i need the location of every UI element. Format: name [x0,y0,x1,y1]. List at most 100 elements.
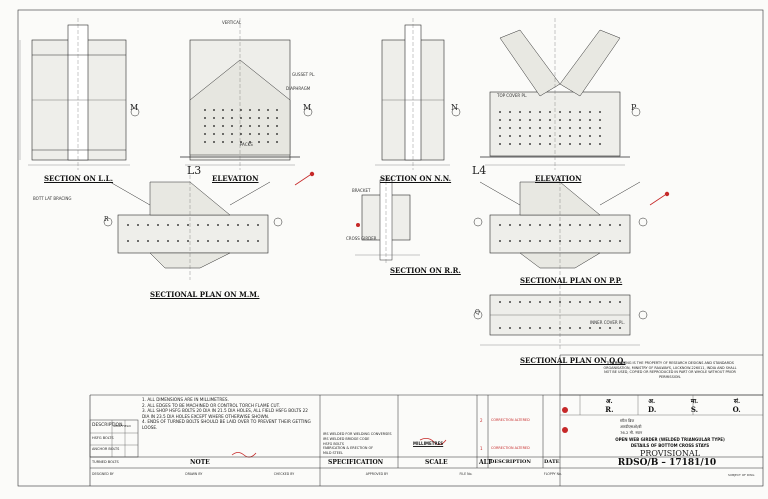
drawing-number: RDSO/B – 17181/10 [617,458,717,468]
title-hindi-1: स्टील ब्रिज [620,418,635,423]
legend-row-anchor: ANCHOR BOLTS [92,447,120,451]
view-section-ll [19,18,130,170]
title-section-nn: SECTION ON N.N. [380,174,452,183]
callout-inner-cover: INNER COVER PL. [590,320,625,325]
bolt-hole [257,224,259,226]
bolt-hole [197,224,199,226]
bolt-hole [222,141,224,143]
bolt-hole [240,117,242,119]
bolt-hole [529,119,531,121]
bolt-hole [213,109,215,111]
bolt-hole [276,141,278,143]
title-hindi-2: आरडीएसओ/बी [620,424,642,429]
bolt-hole [519,240,521,242]
bolt-hole [579,111,581,113]
bolt-hole [204,125,206,127]
bolt-hole [231,109,233,111]
bolt-holes-plan-qq [499,301,621,329]
bottom-cell: CHECKED BY [273,472,295,476]
bolt-hole [499,143,501,145]
mark-m-left: M [130,103,139,112]
org-hindi-letter: अ. [648,398,656,405]
callout-diaphragm: DIAPHRAGM [286,86,311,91]
spec-line: IRS WELDED BRIDGE CODE [323,436,370,441]
bolt-hole [569,143,571,145]
bolt-hole [499,127,501,129]
org-hindi: अ. अ. मा. सं. [588,397,758,405]
bolt-hole [519,301,521,303]
bolt-hole [227,240,229,242]
bolt-hole [177,240,179,242]
mark-n: N [451,103,458,112]
org-english: R. D. S. O. [588,405,758,414]
bolt-hole [539,224,541,226]
bolt-hole [559,127,561,129]
bolt-hole [227,224,229,226]
bolt-hole [137,240,139,242]
bolt-hole [589,119,591,121]
bolt-hole [207,224,209,226]
bolt-hole [539,119,541,121]
bolt-hole [267,133,269,135]
bolt-hole [579,240,581,242]
mark-l3: L3 [187,164,202,177]
bolt-hole [247,224,249,226]
bolt-hole [509,143,511,145]
notes-title: NOTE [190,459,210,466]
mark-l4: L4 [472,164,487,177]
bolt-hole [589,240,591,242]
revision-markers [231,171,670,458]
title-detail: DETAILS OF BOTTOM CROSS STAYS [630,443,710,448]
spec-line: IRS WELDED FOR WELDING CONVERSES [323,432,392,436]
bolt-hole [249,117,251,119]
bolt-hole [599,327,601,329]
bolt-hole [589,135,591,137]
callout-gusset: GUSSET PL. [292,72,316,77]
bolt-hole [204,133,206,135]
bolt-hole [609,240,611,242]
org-letter: S. [690,405,699,414]
title-elevation-2: ELEVATION [535,174,582,183]
bolt-hole [569,240,571,242]
alteration-date: DATE [544,459,560,465]
bolt-hole [519,224,521,226]
mark-r: R [104,216,109,223]
bolt-hole [609,301,611,303]
bolt-hole [589,327,591,329]
bolt-hole [609,327,611,329]
spec-title: SPECIFICATION [328,459,384,466]
note-item: 3. ALL SHOP HSFG BOLTS 20 DIA IN 21.5 DI… [142,408,308,419]
sheet-border [17,9,764,487]
bolt-hole [267,141,269,143]
title-plan-qq: SECTIONAL PLAN ON Q.Q. [520,356,626,365]
bolt-hole [249,133,251,135]
bolt-hole [509,111,511,113]
note-item: 1. ALL DIMENSIONS ARE IN MILLIMETRES. [142,397,229,402]
bolt-hole [249,125,251,127]
bolt-hole [589,127,591,129]
bolt-hole [127,240,129,242]
bolt-hole [549,135,551,137]
bolt-hole [187,240,189,242]
bolt-hole [599,127,601,129]
org-letter: R. [605,405,614,414]
bolt-hole [559,135,561,137]
bolt-holes-plan-mm [127,224,259,242]
bolt-hole [204,141,206,143]
bolt-hole [549,127,551,129]
bolt-hole [276,109,278,111]
bolt-hole [222,109,224,111]
bolt-hole [222,125,224,127]
bolt-hole [213,133,215,135]
org-letter: O. [732,405,741,414]
bolt-hole [579,301,581,303]
alteration-description: DESCRIPTION [490,459,531,465]
bolt-hole [240,109,242,111]
bottom-cell: DESIGNED BY [92,472,114,476]
bolt-hole [579,119,581,121]
bolt-hole [559,224,561,226]
bolt-hole [599,224,601,226]
bolt-hole [579,224,581,226]
bolt-hole [569,119,571,121]
